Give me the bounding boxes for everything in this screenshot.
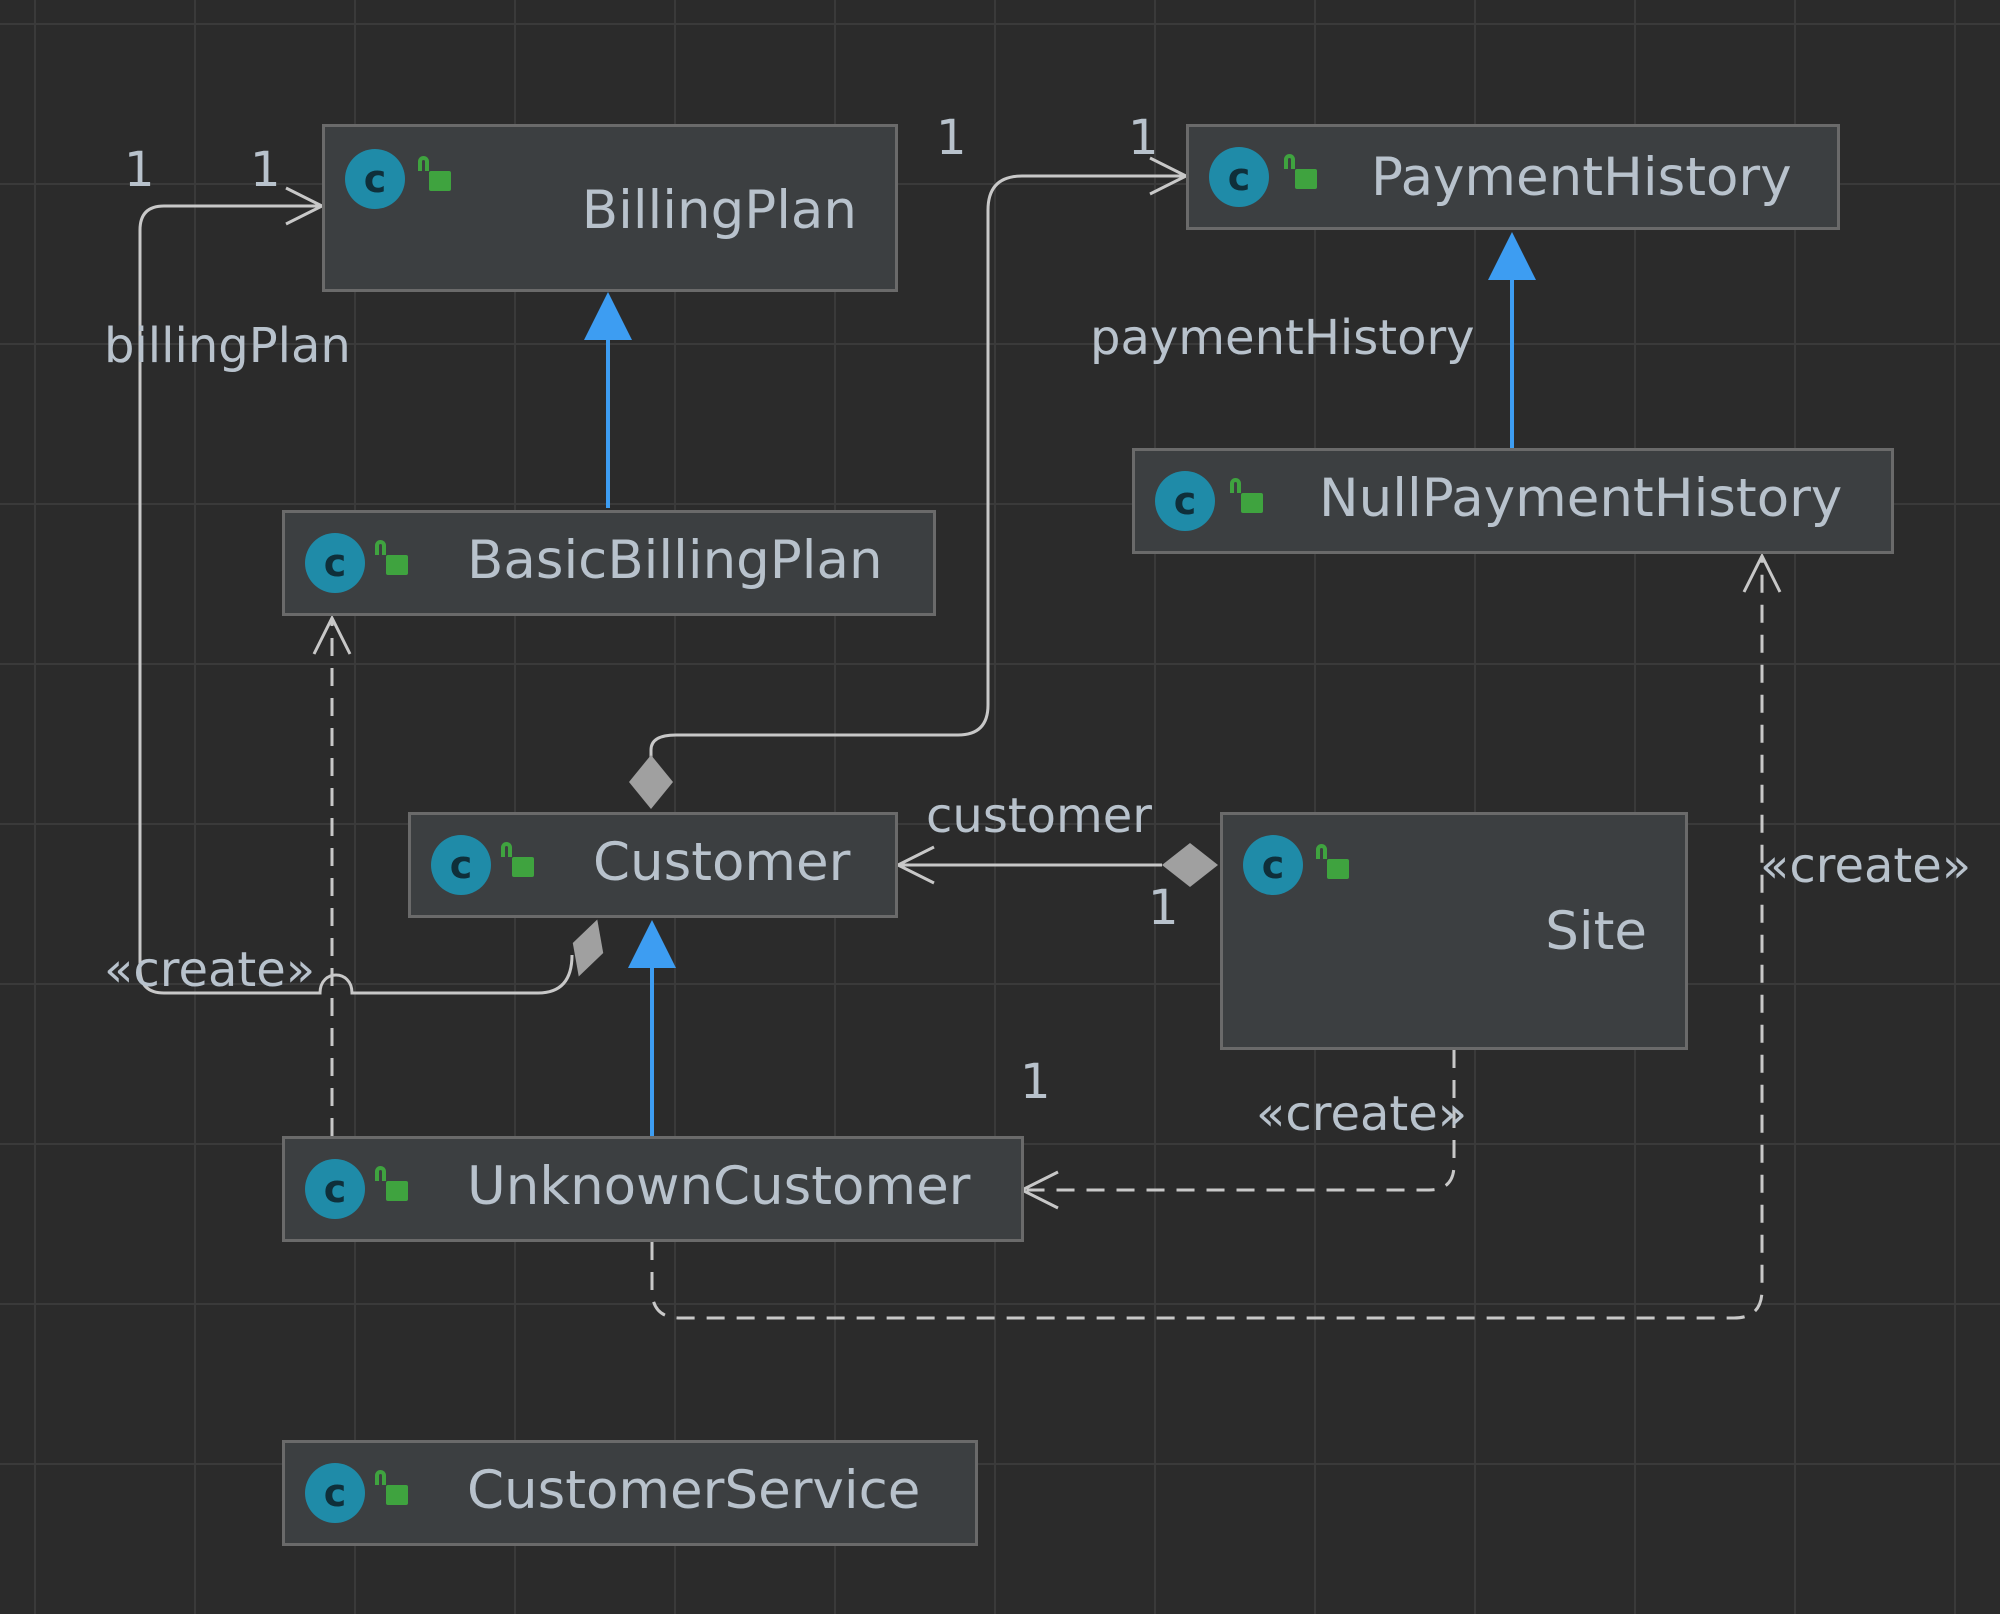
class-icon: c (431, 835, 491, 895)
class-site[interactable]: c Site (1220, 812, 1688, 1050)
composition-diamond-site-customer (1162, 843, 1218, 887)
public-visibility-icon (501, 842, 534, 877)
generalization-arrowhead-customer (628, 920, 676, 968)
role-label-customer: customer (926, 788, 1152, 844)
class-name: Site (1545, 901, 1647, 962)
class-name: PaymentHistory (1371, 147, 1792, 208)
association-billingplan-edge[interactable] (138, 186, 574, 995)
class-icon: c (1155, 471, 1215, 531)
multiplicity-label: 1 (124, 142, 155, 198)
create-dependency-nullpaymenthistory-edge[interactable] (650, 552, 1782, 1320)
class-name: UnknownCustomer (467, 1156, 971, 1217)
class-icon: c (345, 149, 405, 209)
multiplicity-label: 1 (936, 110, 967, 166)
class-name: BasicBillingPlan (467, 530, 883, 591)
class-name: BillingPlan (581, 180, 857, 241)
multiplicity-label: 1 (1020, 1054, 1051, 1110)
class-icon: c (305, 1159, 365, 1219)
class-unknowncustomer[interactable]: c UnknownCustomer (282, 1136, 1024, 1242)
class-name: NullPaymentHistory (1319, 468, 1843, 529)
multiplicity-label: 1 (1128, 110, 1159, 166)
composition-diamond-customer-paymenthistory (629, 755, 673, 809)
stereotype-create-label: «create» (1760, 838, 1971, 894)
class-icon: c (1209, 147, 1269, 207)
class-name: CustomerService (467, 1460, 921, 1521)
stereotype-create-label: «create» (104, 942, 315, 998)
public-visibility-icon (418, 156, 451, 191)
class-customer[interactable]: c Customer (408, 812, 898, 918)
multiplicity-label: 1 (250, 142, 281, 198)
class-basicbillingplan[interactable]: c BasicBillingPlan (282, 510, 936, 616)
composition-diamond-customer-billingplan (572, 919, 604, 977)
public-visibility-icon (1284, 154, 1317, 189)
class-billingplan[interactable]: c BillingPlan (322, 124, 898, 292)
generalization-arrowhead-billingplan (584, 292, 632, 340)
public-visibility-icon (1316, 844, 1349, 879)
public-visibility-icon (1230, 478, 1263, 513)
class-icon: c (305, 533, 365, 593)
association-paymenthistory-edge[interactable] (649, 156, 1190, 760)
class-paymenthistory[interactable]: c PaymentHistory (1186, 124, 1840, 230)
generalization-arrowhead-paymenthistory (1488, 232, 1536, 280)
class-icon: c (1243, 835, 1303, 895)
class-name: Customer (593, 832, 851, 893)
create-dependency-unknowncustomer-edge[interactable] (1018, 1050, 1456, 1210)
role-label-paymenthistory: paymentHistory (1090, 310, 1475, 366)
public-visibility-icon (375, 1166, 408, 1201)
class-icon: c (305, 1463, 365, 1523)
multiplicity-label: 1 (1148, 880, 1179, 936)
public-visibility-icon (375, 540, 408, 575)
public-visibility-icon (375, 1470, 408, 1505)
class-customerservice[interactable]: c CustomerService (282, 1440, 978, 1546)
class-nullpaymenthistory[interactable]: c NullPaymentHistory (1132, 448, 1894, 554)
role-label-billingplan: billingPlan (104, 318, 351, 374)
stereotype-create-label: «create» (1256, 1086, 1467, 1142)
